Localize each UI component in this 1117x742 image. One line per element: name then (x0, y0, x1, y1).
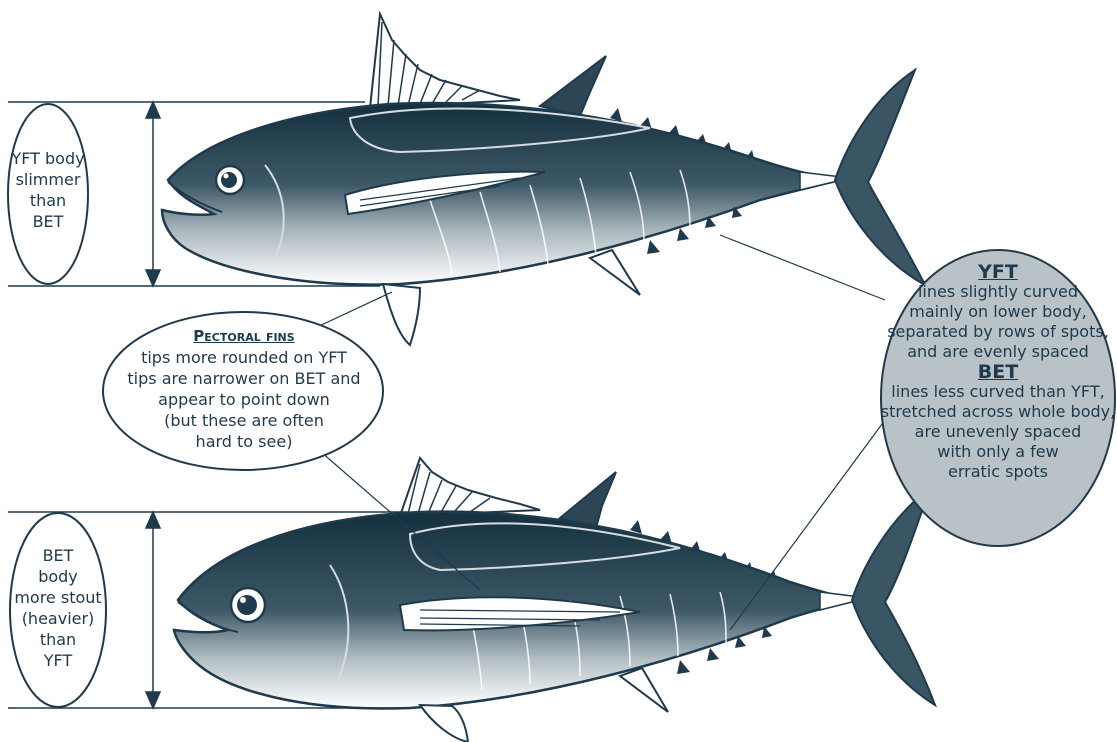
pectoral-line-1: tips more rounded on YFT (113, 347, 375, 368)
yft-body-label: YFT body slimmer than BET (10, 148, 86, 232)
bet-body-line-4: (heavier) (10, 608, 106, 629)
pectoral-line-5: hard to see) (113, 431, 375, 452)
bet-lines-line-5: erratic spots (868, 462, 1117, 482)
bet-body-label: BET body more stout (heavier) than YFT (10, 545, 106, 671)
yft-fish (162, 14, 925, 345)
bet-lines-line-3: are unevenly spaced (868, 422, 1117, 442)
pectoral-line-3: appear to point down (113, 389, 375, 410)
yft-lines-line-3: separated by rows of spots, (868, 322, 1117, 342)
bet-tail (852, 488, 935, 705)
bet-lines-line-4: with only a few (868, 442, 1117, 462)
lines-label: YFT lines slightly curved mainly on lowe… (868, 262, 1117, 482)
yft-lines-line-4: and are evenly spaced (868, 342, 1117, 362)
bet-pelvic-fin (420, 705, 468, 742)
bet-body-line-2: body (10, 566, 106, 587)
yft-body (162, 103, 840, 285)
pectoral-line-4: (but these are often (113, 410, 375, 431)
bet-lines-line-2: stretched across whole body, (868, 402, 1117, 422)
yft-body-line-1: YFT body (10, 148, 86, 169)
bet-fish (174, 458, 935, 742)
yft-tail (835, 70, 925, 285)
bet-lines-heading: BET (868, 362, 1117, 382)
yft-second-dorsal-fin (540, 56, 606, 116)
yft-lines-line-1: lines slightly curved (868, 282, 1117, 302)
bet-body-line-5: than (10, 629, 106, 650)
bet-body-line-6: YFT (10, 650, 106, 671)
pectoral-line-2: tips are narrower on BET and (113, 368, 375, 389)
bet-second-dorsal-fin (560, 472, 616, 528)
yft-lines-line-2: mainly on lower body, (868, 302, 1117, 322)
bet-body-line-3: more stout (10, 587, 106, 608)
yft-lines-heading: YFT (868, 262, 1117, 282)
bet-lines-line-1: lines less curved than YFT, (868, 382, 1117, 402)
bet-dorsal-fin (400, 458, 540, 516)
pectoral-heading: Pectoral fins (113, 326, 375, 347)
yft-body-line-4: BET (10, 211, 86, 232)
bet-body-line-1: BET (10, 545, 106, 566)
pectoral-label: Pectoral fins tips more rounded on YFT t… (113, 326, 375, 452)
yft-body-line-3: than (10, 190, 86, 211)
yft-body-line-2: slimmer (10, 169, 86, 190)
